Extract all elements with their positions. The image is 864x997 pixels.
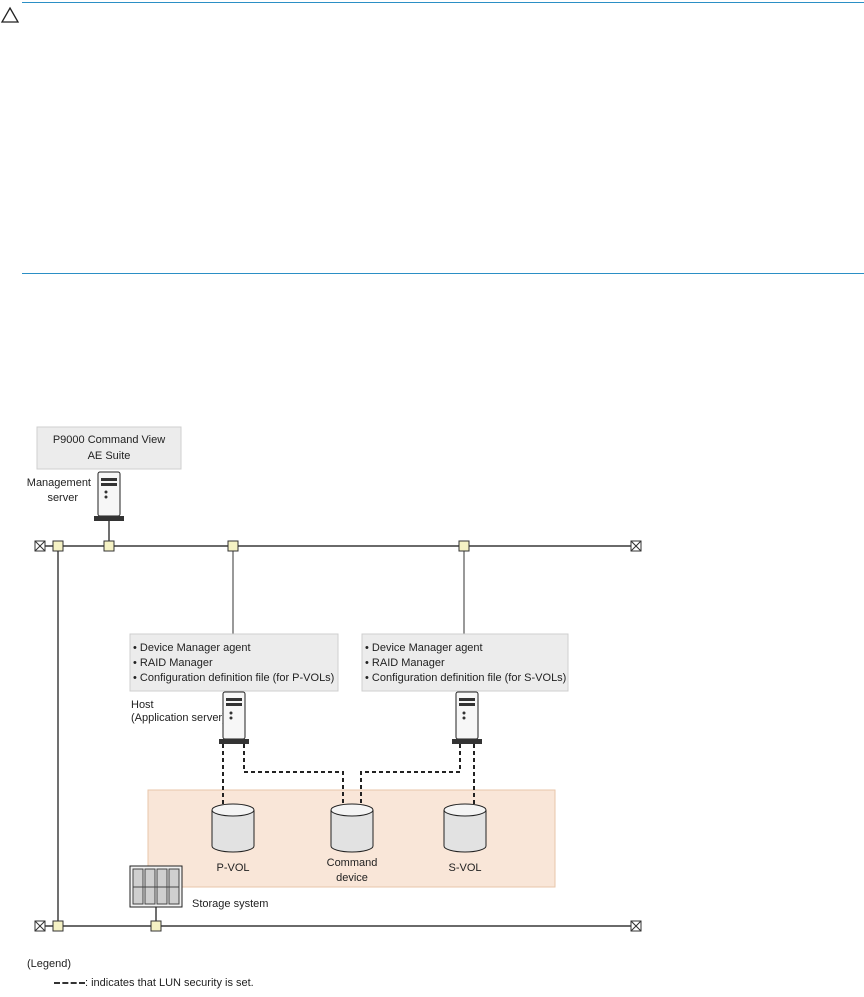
- host-left-item: • Configuration definition file (for P-V…: [133, 672, 334, 684]
- command-device-label: Command: [327, 857, 378, 869]
- pvol-cylinder-icon: [211, 803, 255, 853]
- caution-triangle-icon: [0, 6, 20, 23]
- network-node: [227, 540, 239, 552]
- terminator-icon: [630, 920, 642, 932]
- network-node: [103, 540, 115, 552]
- host-right-item: • Device Manager agent: [365, 642, 483, 654]
- bottom-rule: [22, 273, 864, 274]
- network-node: [52, 540, 64, 552]
- host-left-item: • RAID Manager: [133, 657, 213, 669]
- storage-system-label: Storage system: [192, 898, 268, 910]
- management-software-label: P9000 Command View: [53, 434, 165, 446]
- management-software-box: [36, 426, 182, 470]
- management-software-label: AE Suite: [88, 450, 131, 462]
- host-right-software-box: [361, 633, 569, 692]
- terminator-icon: [34, 540, 46, 552]
- command-device-cylinder-icon: [330, 803, 374, 853]
- terminator-icon: [630, 540, 642, 552]
- host-right-item: • Configuration definition file (for S-V…: [365, 672, 566, 684]
- dashed-line-sample: [54, 982, 85, 985]
- lun-security-paths: [222, 744, 475, 806]
- network-node: [458, 540, 470, 552]
- svol-label: S-VOL: [448, 862, 481, 874]
- management-server-label: Management: [27, 477, 91, 489]
- svol-cylinder-icon: [443, 803, 487, 853]
- host-server-icon: [219, 691, 249, 744]
- legend-dashed-line: : indicates that LUN security is set.: [54, 977, 254, 989]
- pvol-label: P-VOL: [216, 862, 249, 874]
- host-left-software-box: [129, 633, 339, 692]
- host-label: (Application server): [131, 712, 226, 724]
- host-label: Host: [131, 699, 154, 711]
- storage-system-icon: [129, 865, 183, 908]
- legend-dashed-description: : indicates that LUN security is set.: [85, 977, 254, 989]
- legend-title: (Legend): [27, 958, 72, 970]
- management-server-label: server: [47, 492, 78, 504]
- terminator-icon: [34, 920, 46, 932]
- host-server-icon: [452, 691, 482, 744]
- host-left-item: • Device Manager agent: [133, 642, 251, 654]
- command-device-label: device: [336, 872, 368, 884]
- network-node: [150, 920, 162, 932]
- management-server-icon: [94, 471, 124, 521]
- host-right-item: • RAID Manager: [365, 657, 445, 669]
- top-rule: [22, 2, 864, 3]
- network-node: [52, 920, 64, 932]
